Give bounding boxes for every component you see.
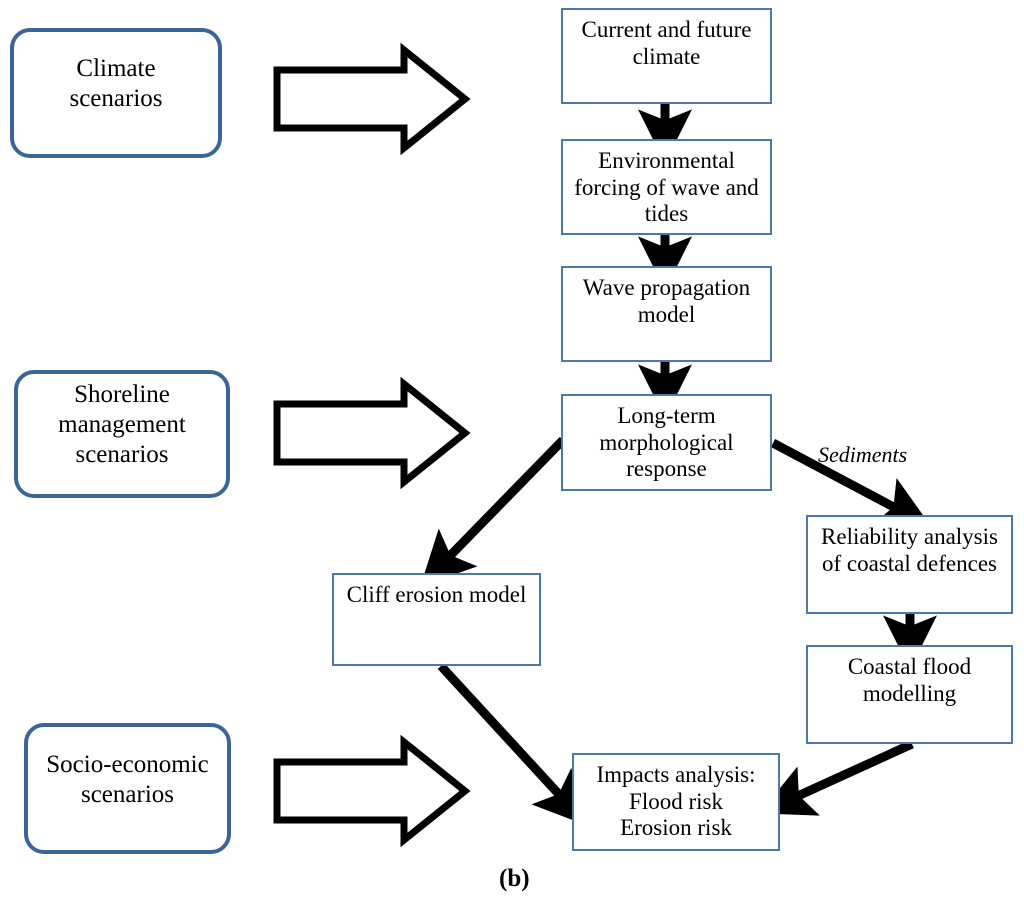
scenario-node-climate-label: Climate scenarios (69, 55, 163, 112)
process-node-long-term-morphological-response[interactable]: Long-term morphological response (561, 394, 772, 491)
scenario-node-socio-economic[interactable]: Socio-economic scenarios (24, 723, 231, 854)
scenario-node-socio-economic-label: Socio-economic scenarios (46, 750, 209, 808)
figure-caption: (b) (499, 865, 530, 892)
process-node-cliff-erosion-model[interactable]: Cliff erosion model (332, 573, 541, 666)
block-arrow-shoreline (273, 376, 471, 490)
process-node-current-and-future-climate[interactable]: Current and future climate (561, 8, 772, 104)
process-node-coastal-flood-modelling[interactable]: Coastal flood modelling (806, 645, 1013, 744)
scenario-node-shoreline[interactable]: Shoreline management scenarios (14, 370, 230, 498)
arrow-flood-to-impacts (759, 739, 914, 816)
process-node-wave-propagation-model[interactable]: Wave propagation model (561, 266, 772, 362)
arrow-cliff-to-impacts (437, 662, 588, 826)
process-node-environmental-forcing[interactable]: Environmental forcing of wave and tides (561, 139, 772, 235)
scenario-node-climate[interactable]: Climate scenarios (10, 28, 222, 158)
process-node-reliability-analysis[interactable]: Reliability analysis of coastal defences (806, 515, 1013, 614)
edge-label-sediments: Sediments (818, 442, 908, 467)
arrow-morphology-to-cliff (420, 436, 567, 587)
process-node-impacts-analysis[interactable]: Impacts analysis: Flood risk Erosion ris… (572, 753, 780, 851)
block-arrow-socio (273, 734, 471, 848)
block-arrow-climate (273, 42, 471, 156)
scenario-node-shoreline-label: Shoreline management scenarios (58, 381, 186, 468)
